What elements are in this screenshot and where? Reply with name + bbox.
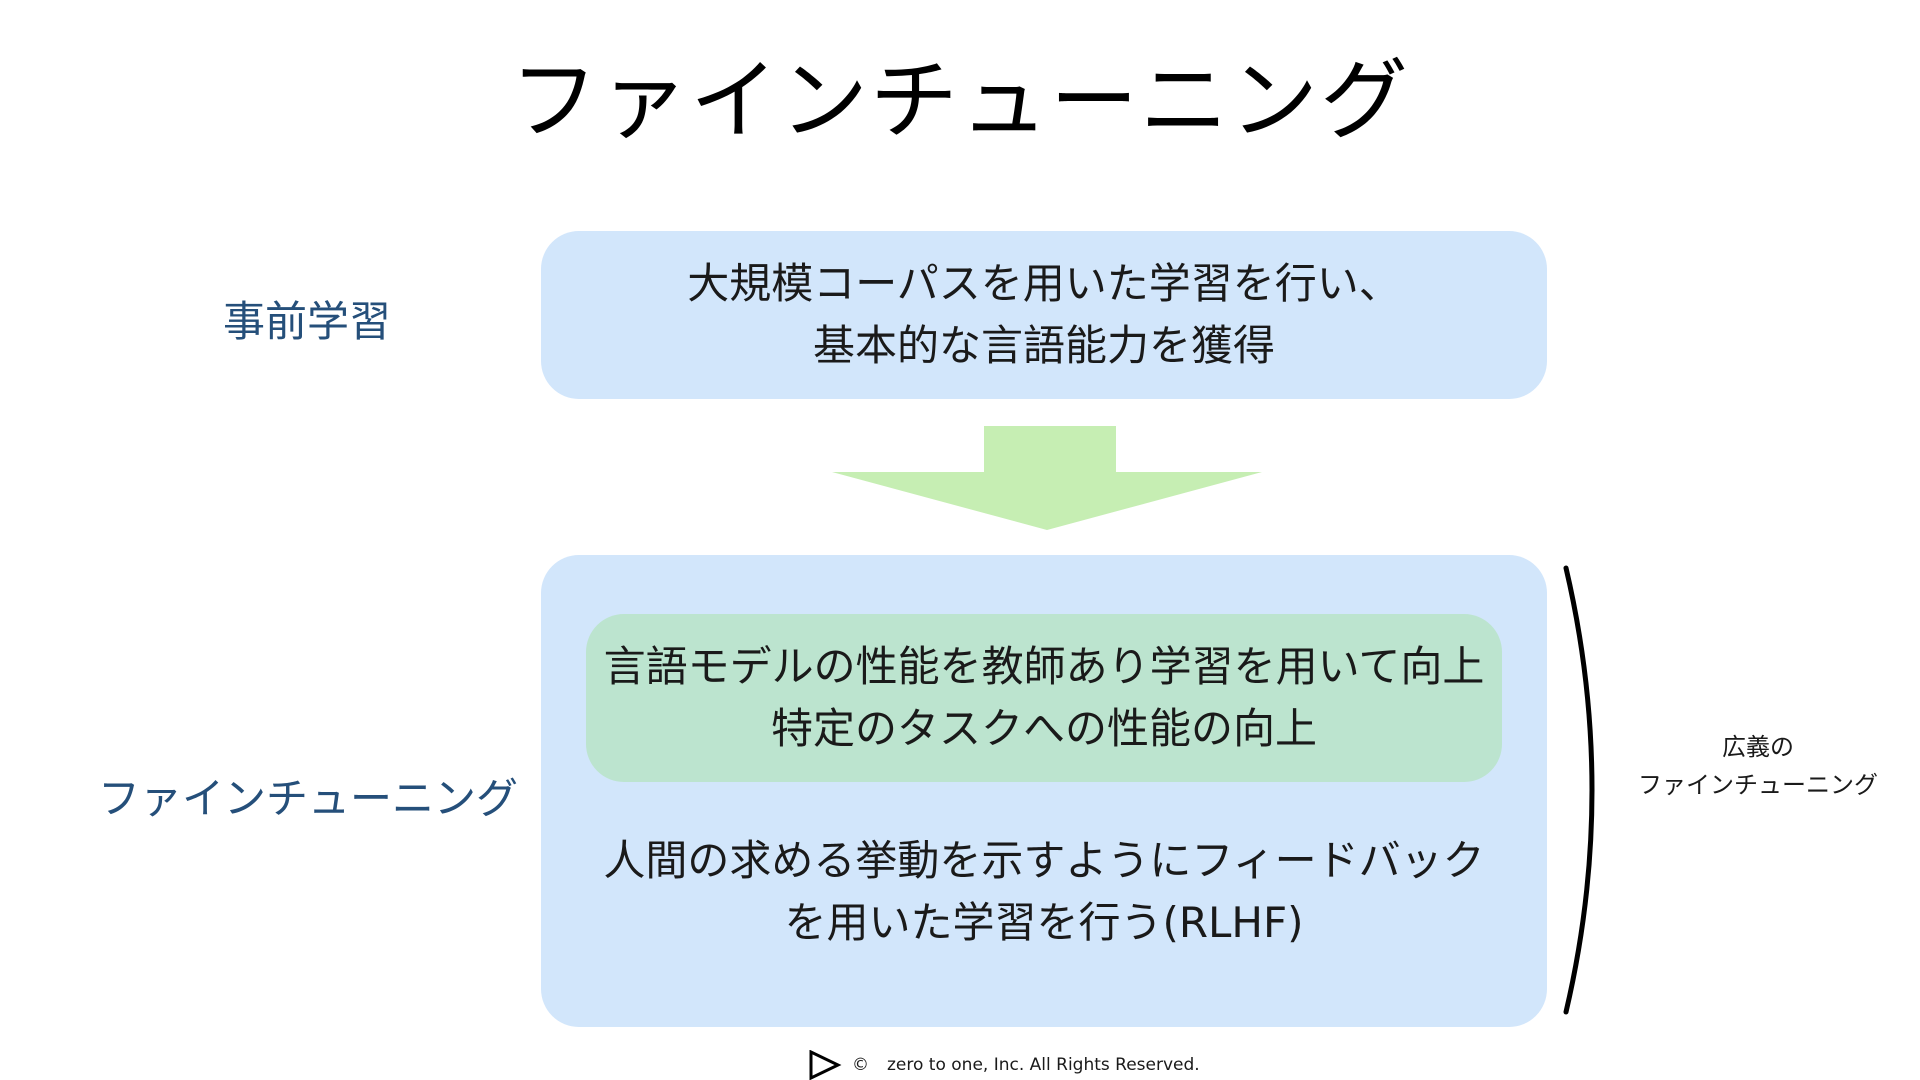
pretraining-line-1: 大規模コーパスを用いた学習を行い、 (687, 259, 1401, 308)
stage-label-pretraining: 事前学習 (223, 297, 392, 346)
supervised-finetuning-box: 言語モデルの性能を教師あり学習を用いて向上 特定のタスクへの性能の向上 (586, 614, 1502, 782)
pretraining-box: 大規模コーパスを用いた学習を行い、 基本的な言語能力を獲得 (541, 231, 1547, 399)
copyright-text: zero to one, Inc. All Rights Reserved. (887, 1055, 1200, 1075)
footer: © zero to one, Inc. All Rights Reserved. (808, 1050, 1200, 1080)
rlhf-line-1: 人間の求める挙動を示すようにフィードバック (603, 836, 1485, 885)
pretraining-description: 大規模コーパスを用いた学習を行い、 基本的な言語能力を獲得 (541, 253, 1547, 377)
broad-finetuning-line-1: 広義の (1722, 733, 1794, 761)
down-arrow-icon (832, 426, 1262, 530)
copyright-symbol: © (852, 1055, 869, 1075)
broad-finetuning-label: 広義の ファインチューニング (1620, 728, 1896, 804)
rlhf-line-2: を用いた学習を行う(RLHF) (784, 898, 1304, 947)
broad-finetuning-line-2: ファインチューニング (1638, 771, 1878, 799)
play-logo-icon (809, 1050, 842, 1080)
supervised-line-1: 言語モデルの性能を教師あり学習を用いて向上 (603, 642, 1485, 691)
supervised-finetuning-description: 言語モデルの性能を教師あり学習を用いて向上 特定のタスクへの性能の向上 (586, 636, 1502, 760)
right-bracket-icon (1563, 565, 1595, 1015)
stage-label-finetuning: ファインチューニング (98, 774, 519, 823)
rlhf-description: 人間の求める挙動を示すようにフィードバック を用いた学習を行う(RLHF) (541, 830, 1547, 954)
page-title: ファインチューニング (509, 49, 1410, 152)
pretraining-line-2: 基本的な言語能力を獲得 (812, 321, 1275, 370)
supervised-line-2: 特定のタスクへの性能の向上 (770, 704, 1317, 753)
